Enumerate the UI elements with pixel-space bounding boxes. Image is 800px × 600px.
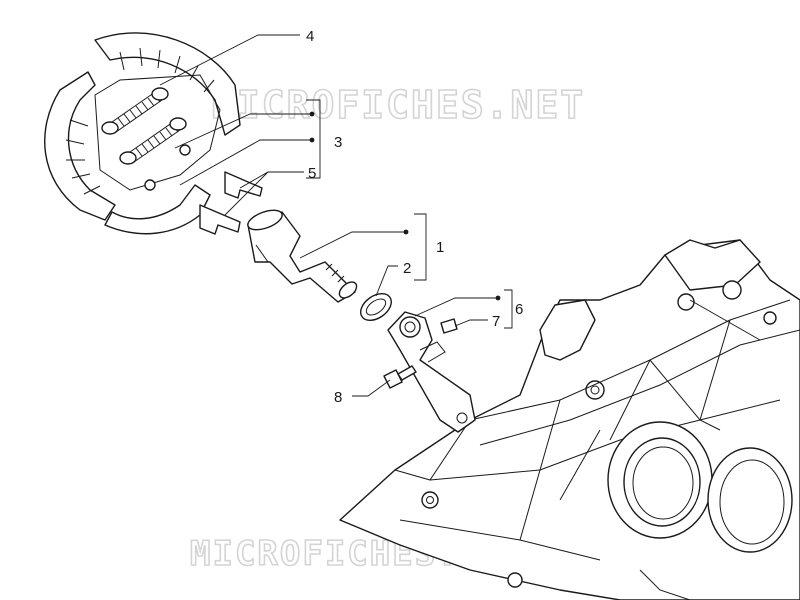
callout-3: 3 xyxy=(334,134,342,151)
spring-upper xyxy=(101,87,169,135)
brake-camshaft xyxy=(247,209,358,303)
brake-shoe-assembly xyxy=(44,32,241,235)
washer-part-7 xyxy=(440,318,458,334)
callout-1: 1 xyxy=(436,239,444,256)
callout-2: 2 xyxy=(403,260,411,277)
callout-6: 6 xyxy=(515,301,523,318)
engine-crankcase xyxy=(339,239,800,600)
retaining-clips xyxy=(199,171,263,235)
callout-8: 8 xyxy=(334,389,342,406)
callout-7: 7 xyxy=(492,313,500,330)
callout-5: 5 xyxy=(308,165,316,182)
bolt xyxy=(383,365,417,389)
spring-lower xyxy=(119,117,187,165)
brake-lever xyxy=(387,311,476,433)
o-ring xyxy=(360,293,392,321)
leader-lines xyxy=(159,34,513,397)
watermark-top: MICROFICHES.NET xyxy=(212,83,585,127)
callout-4: 4 xyxy=(306,28,314,45)
